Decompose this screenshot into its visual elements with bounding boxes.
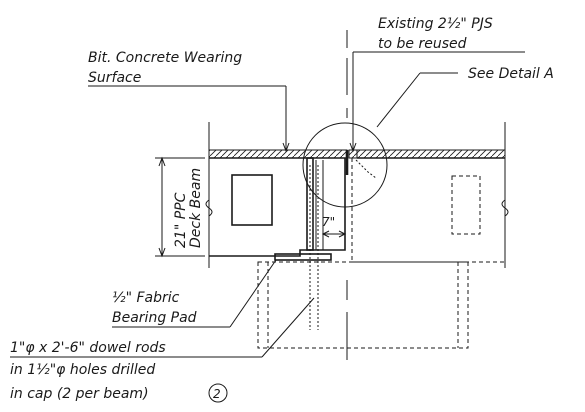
- existing-pjs-line-2: to be reused: [378, 36, 467, 52]
- beam-void: [231, 174, 273, 226]
- joint-detail: [302, 122, 388, 208]
- label-bearing-pad: ½" Fabric Bearing Pad: [112, 259, 277, 328]
- bearing-pad: [274, 253, 332, 261]
- bearing-pad-line-1: ½" Fabric: [112, 290, 180, 306]
- pier-cap: [257, 261, 469, 349]
- see-detail-a-text: See Detail A: [468, 66, 554, 82]
- deck-beam-depth-label: 21" PPC: [173, 192, 189, 248]
- wearing-surface: [208, 149, 348, 159]
- detail-a-circle: [302, 122, 388, 208]
- beam-break-symbol: [205, 199, 213, 217]
- dowel-rods-line-2: in 1½"φ holes drilled: [10, 362, 155, 378]
- depth-dimension: 21" PPC Deck Beam: [155, 156, 205, 258]
- label-existing-pjs: Existing 2½" PJS to be reused: [349, 16, 525, 153]
- deck-beam-name-label: Deck Beam: [188, 168, 204, 248]
- end-plate: [306, 157, 314, 251]
- pier-cap-outline: [257, 261, 469, 349]
- bearing-pad-line-2: Bearing Pad: [112, 310, 197, 326]
- label-see-detail-a: See Detail A: [376, 66, 554, 128]
- note-number-circle: [208, 383, 228, 403]
- note-number: 2: [213, 387, 221, 401]
- label-dowel-rods: 1"φ x 2'-6" dowel rods in 1½"φ holes dri…: [10, 297, 315, 403]
- dowel-rods-line-3: in cap (2 per beam): [10, 386, 149, 402]
- left-deck-beam: [205, 122, 348, 268]
- wearing-surface-line-2: Surface: [88, 70, 141, 86]
- wearing-surface-line-1: Bit. Concrete Wearing: [88, 50, 242, 66]
- seven-inch-label: 7": [322, 215, 335, 229]
- dowel-rods-line-1: 1"φ x 2'-6" dowel rods: [10, 340, 166, 356]
- right-deck-beam: [351, 122, 509, 268]
- label-wearing-surface: Bit. Concrete Wearing Surface: [88, 50, 290, 153]
- seven-inch-dimension: 7": [321, 215, 347, 238]
- existing-pjs-line-1: Existing 2½" PJS: [378, 16, 493, 32]
- deck-beam-outline: [209, 157, 346, 257]
